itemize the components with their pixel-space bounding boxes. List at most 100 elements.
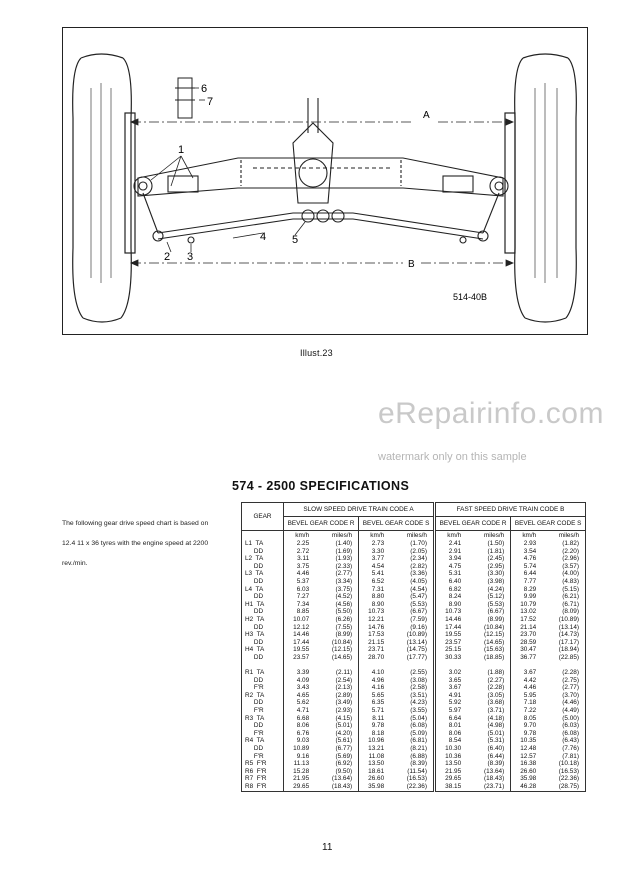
speed-mph: (6.08) (410, 722, 427, 730)
callout-leaders (150, 87, 306, 253)
gear-cell: DD (241, 722, 284, 730)
illustration-reference: 514-40B (453, 292, 487, 302)
speed-cell (510, 661, 586, 670)
speed-kmh: 17.52 (520, 615, 537, 623)
speed-mph: (4.83) (562, 577, 579, 585)
unit-mph: miles/h (483, 532, 505, 539)
speed-kmh: 3.11 (297, 555, 310, 563)
speed-cell: 12.57(7.81) (510, 752, 586, 761)
speed-cell: 5.92(3.68) (432, 699, 512, 708)
speed-mph: (5.04) (410, 714, 427, 722)
speed-cell: 15.28(9.50) (282, 767, 360, 776)
speed-mph: (6.67) (410, 608, 427, 616)
speed-cell: 12.48(7.76) (510, 745, 586, 753)
speed-cell: 5.95(3.70) (510, 691, 586, 700)
speed-cell: 8.29(5.15) (510, 585, 586, 594)
speed-mph: (12.15) (331, 646, 353, 654)
speed-cell: 12.21(7.59) (358, 615, 435, 624)
speed-mph: (1.82) (562, 540, 579, 547)
speed-cell: 10.73(6.67) (358, 608, 435, 616)
speed-cell: 21.95(13.64) (282, 775, 360, 783)
speed-kmh: 10.07 (293, 615, 310, 623)
speed-cell: 8.18(5.09) (358, 729, 435, 738)
speed-kmh: 26.60 (368, 775, 385, 783)
speed-kmh: 7.27 (296, 593, 310, 601)
speed-mph: (13.14) (558, 623, 579, 631)
unit-mph: miles/h (558, 532, 579, 539)
speed-mph: (5.50) (335, 608, 353, 616)
gear-cell: DD (241, 653, 284, 662)
gear-cell: R3 TA (241, 714, 284, 723)
speed-cell: 3.65(2.27) (432, 676, 512, 685)
speed-cell: 3.54(2.20) (510, 547, 586, 556)
speed-cell: 4.46(2.77) (510, 684, 586, 692)
speed-kmh: 30.47 (520, 646, 537, 654)
speed-kmh: 5.74 (523, 562, 537, 570)
speed-mph: (7.55) (335, 623, 353, 631)
speed-kmh: 10.89 (293, 745, 310, 753)
speed-mph: (28.75) (558, 783, 579, 790)
speed-kmh: 16.38 (520, 760, 537, 768)
speed-kmh: 4.09 (296, 676, 310, 684)
speed-cell: 3.77(2.34) (358, 555, 435, 563)
speed-cell: 5.97(3.71) (432, 707, 512, 715)
speed-kmh: 6.40 (448, 577, 462, 585)
speed-cell: 21.95(13.64) (432, 767, 512, 776)
unit-kmh: km/h (295, 532, 310, 539)
speed-mph: (5.00) (562, 714, 579, 722)
speed-mph: (6.92) (335, 760, 353, 768)
speed-kmh: 3.75 (296, 562, 310, 570)
speed-mph: (16.53) (558, 767, 579, 775)
speed-mph: (3.51) (410, 691, 427, 699)
speed-mph: (3.34) (335, 577, 353, 585)
gear-cell: L4 TA (241, 585, 284, 594)
speed-kmh: 6.35 (371, 699, 385, 707)
speed-mph: (8.99) (487, 615, 505, 623)
speed-cell: 8.85(5.50) (282, 608, 360, 616)
speed-kmh: 12.12 (293, 623, 310, 631)
table-spacer-row (241, 661, 586, 670)
speed-mph: (6.26) (335, 615, 353, 623)
speed-cell: 3.94(2.45) (432, 555, 512, 563)
speed-mph: (9.16) (410, 623, 427, 631)
speed-cell: 29.65(18.43) (432, 775, 512, 783)
speed-cell: 2.41(1.50) (432, 540, 512, 548)
speed-cell: 35.98(22.36) (358, 783, 435, 792)
speed-mph: (10.89) (406, 631, 427, 639)
speed-mph: (17.17) (558, 638, 579, 646)
speed-mph: (12.15) (483, 631, 505, 639)
group-header-fast: FAST SPEED DRIVE TRAIN CODE B (432, 502, 587, 517)
speed-mph: (5.31) (487, 737, 505, 745)
speed-kmh: 23.70 (520, 631, 537, 639)
speed-mph: (2.20) (562, 547, 579, 555)
speed-kmh: 9.16 (296, 752, 310, 760)
left-tyre (72, 53, 136, 323)
speed-kmh: 21.15 (368, 638, 385, 646)
speed-cell: 17.44(10.84) (432, 623, 512, 632)
speed-cell: 23.70(14.73) (510, 631, 586, 639)
speed-mph: (2.54) (335, 676, 353, 684)
speed-mph: (8.21) (410, 745, 427, 753)
speed-cell: 3.75(2.33) (282, 562, 360, 571)
speed-mph: (17.77) (406, 653, 427, 661)
speed-mph: (2.82) (410, 562, 427, 570)
speed-cell: 29.65(18.43) (282, 783, 360, 792)
callout-2: 2 (164, 251, 170, 263)
speed-cell: 11.13(6.92) (282, 760, 360, 768)
speed-kmh: 5.37 (296, 577, 310, 585)
speed-mph: (18.85) (483, 653, 505, 661)
speed-mph: (13.64) (483, 767, 505, 775)
speed-cell: 21.15(13.14) (358, 638, 435, 647)
speed-kmh: 4.54 (371, 562, 385, 570)
speed-cell: 9.78(6.08) (510, 729, 586, 738)
speed-mph: (11.54) (407, 767, 427, 775)
